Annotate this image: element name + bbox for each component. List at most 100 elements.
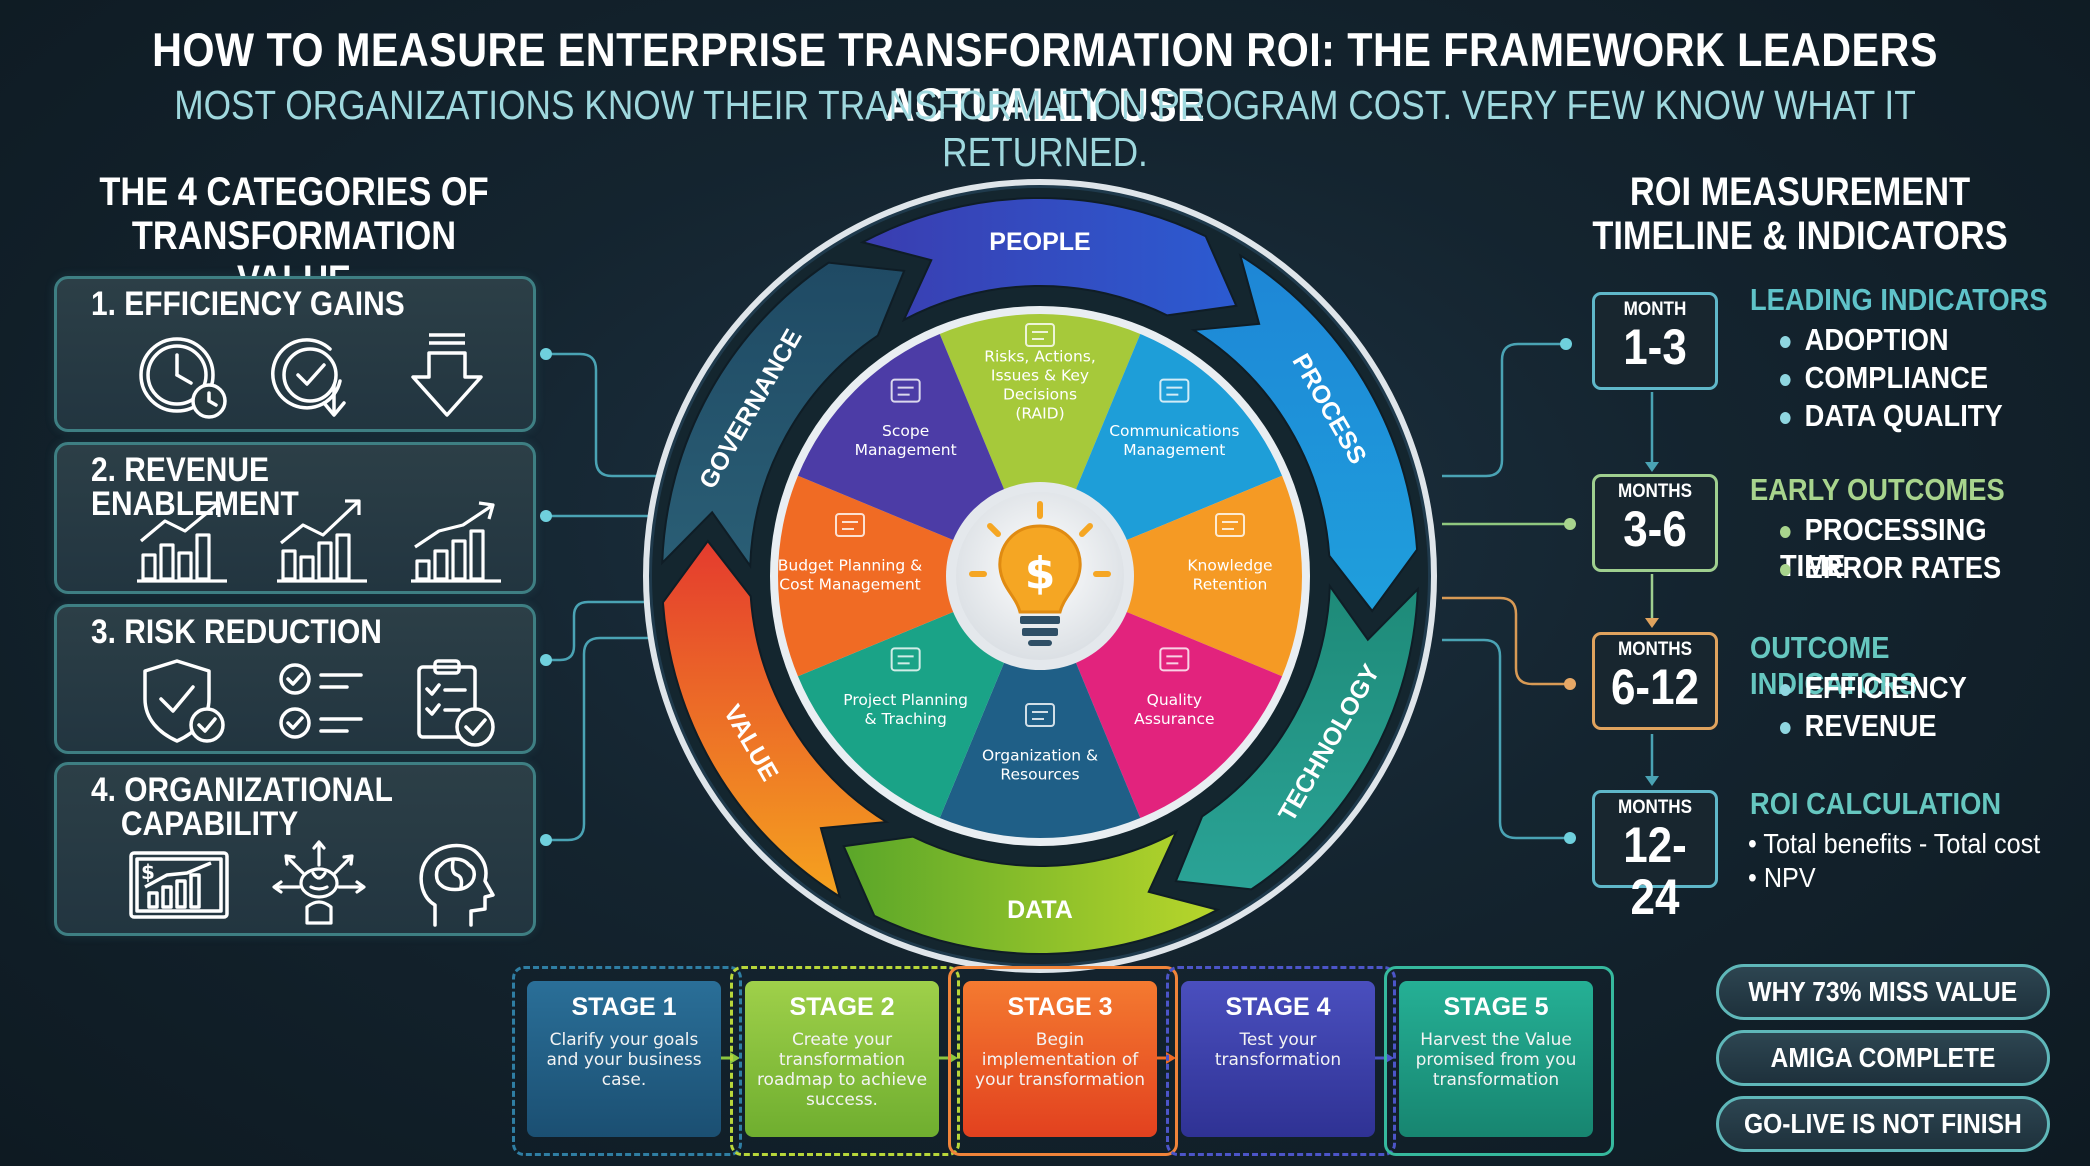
stage-5-card[interactable]: STAGE 5 Harvest the Value promised from … bbox=[1384, 966, 1614, 1156]
head-brain-icon bbox=[419, 843, 495, 927]
clock-check-icon bbox=[271, 338, 346, 417]
outer-segment-people bbox=[859, 197, 1238, 323]
outcome-indicators-heading: OUTCOME INDICATORS bbox=[1750, 630, 1918, 701]
stage-1-card[interactable]: STAGE 1 Clarify your goals and your busi… bbox=[512, 966, 742, 1156]
transformation-wheel: PEOPLEPROCESSTECHNOLOGYDATAVALUEGOVERNAN… bbox=[643, 179, 1437, 973]
outer-label-people: PEOPLE bbox=[989, 228, 1090, 256]
inner-segment-label: Knowledge bbox=[1187, 557, 1272, 575]
month-label: MONTH bbox=[1623, 299, 1687, 320]
segment-icon bbox=[890, 378, 921, 403]
inner-segment-label: Cost Management bbox=[779, 576, 921, 594]
category-label: 1. EFFICIENCY GAINS bbox=[91, 285, 405, 323]
dollar-chart-icon: $ bbox=[129, 851, 229, 919]
outer-segment-data bbox=[842, 829, 1221, 955]
indicator-item: ERROR RATES bbox=[1780, 550, 2001, 586]
category-label: 4. ORGANIZATIONAL CAPABILITY bbox=[91, 773, 393, 841]
amiga-complete-guide-link[interactable]: AMIGA COMPLETE GUIDE bbox=[1716, 1030, 2050, 1123]
roi-calculation-heading: ROI CALCULATION bbox=[1750, 786, 2002, 821]
inner-segment-label: Decisions bbox=[1003, 386, 1077, 404]
month-label: MONTHS bbox=[1617, 481, 1693, 502]
stage-description: Clarify your goals and your business cas… bbox=[546, 1030, 702, 1090]
indicator-item: REVENUE bbox=[1780, 708, 1937, 744]
indicator-item: ADOPTION bbox=[1780, 322, 1949, 358]
segment-icon bbox=[1159, 647, 1190, 672]
category-risk-reduction[interactable]: 3. RISK REDUCTION bbox=[54, 604, 536, 754]
indicator-item: EFFICIENCY bbox=[1780, 670, 1967, 706]
growth-chart-icon bbox=[277, 499, 367, 583]
category-label: 2. REVENUE ENABLEMENT bbox=[91, 451, 299, 523]
inner-segment-label: Project Planning bbox=[843, 691, 968, 709]
inner-segment-label: Management bbox=[855, 441, 957, 459]
inner-segment bbox=[1075, 611, 1283, 819]
category-label-line1: 4. ORGANIZATIONAL bbox=[91, 771, 393, 809]
inner-wedges: Risks, Actions,Issues & KeyDecisions(RAI… bbox=[778, 314, 1302, 839]
inner-segment-label: Issues & Key bbox=[991, 367, 1089, 385]
stage-5-panel: STAGE 5 Harvest the Value promised from … bbox=[1399, 981, 1593, 1137]
inner-segment bbox=[939, 314, 1141, 492]
segment-icon bbox=[1159, 378, 1190, 403]
timeline-months-3-6: MONTHS 3-6 bbox=[1592, 474, 1718, 572]
inner-segment bbox=[1124, 475, 1302, 677]
month-label: MONTHS bbox=[1617, 797, 1693, 818]
inner-segment-label: Retention bbox=[1193, 576, 1268, 594]
svg-text:$: $ bbox=[141, 860, 155, 884]
checklist-icon bbox=[279, 663, 363, 739]
stage-2-card[interactable]: STAGE 2 Create your transformation roadm… bbox=[730, 966, 960, 1156]
timeline-heading: ROI MEASUREMENT TIMELINE & INDICATORS bbox=[1576, 170, 2023, 258]
clock-icon bbox=[139, 337, 227, 419]
inner-segment bbox=[939, 660, 1141, 839]
inner-segment-label: Scope bbox=[882, 422, 929, 440]
inner-segment-label: Resources bbox=[1000, 766, 1079, 784]
category-label-line2: CAPABILITY bbox=[120, 805, 299, 843]
go-live-is-not-finish-link[interactable]: GO-LIVE IS NOT FINISH bbox=[1716, 1096, 2050, 1152]
inner-segment-label: Organization & bbox=[982, 747, 1098, 765]
outer-segment-value bbox=[661, 539, 890, 899]
stage-title: STAGE 1 bbox=[571, 993, 677, 1021]
outer-segment-technology bbox=[1174, 583, 1419, 891]
outer-segment-governance bbox=[661, 261, 906, 569]
category-label: 3. RISK REDUCTION bbox=[91, 613, 382, 651]
stage-4-card[interactable]: STAGE 4 Test your transformation bbox=[1166, 966, 1396, 1156]
inner-segment-label: & Traching bbox=[864, 710, 946, 728]
inner-segment-label: Risks, Actions, bbox=[984, 348, 1096, 366]
roi-calculation-item: • Total benefits - Total cost bbox=[1748, 828, 2041, 859]
indicator-item: DATA QUALITY bbox=[1780, 398, 2003, 434]
page-title: HOW TO MEASURE ENTERPRISE TRANSFORMATION… bbox=[152, 23, 1938, 131]
page-subtitle: MOST ORGANIZATIONS KNOW THEIR TRANSFORMA… bbox=[174, 82, 1916, 175]
stage-title: STAGE 4 bbox=[1225, 993, 1331, 1021]
inner-segment-label: Communications bbox=[1109, 422, 1239, 440]
month-value: 6-12 bbox=[1610, 659, 1700, 715]
segment-icon bbox=[835, 513, 865, 537]
timeline-months-6-12: MONTHS 6-12 bbox=[1592, 632, 1718, 730]
center-dollar-symbol: $ bbox=[1025, 548, 1056, 599]
brain-network-icon bbox=[272, 840, 366, 925]
inner-segment bbox=[797, 611, 1005, 819]
inner-segment bbox=[778, 475, 956, 677]
inner-segment bbox=[797, 333, 1005, 541]
stage-description: Begin implementation of your transformat… bbox=[975, 1030, 1145, 1090]
segment-icon bbox=[890, 647, 921, 672]
indicator-item: COMPLIANCE bbox=[1780, 360, 1988, 396]
segment-icon bbox=[1215, 513, 1245, 537]
stage-3-panel: STAGE 3 Begin implementation of your tra… bbox=[963, 981, 1157, 1137]
growth-chart-icon bbox=[137, 501, 227, 583]
indicator-item: PROCESSING TIME bbox=[1780, 512, 1987, 583]
clipboard-check-icon bbox=[417, 659, 495, 747]
category-efficiency-gains[interactable]: 1. EFFICIENCY GAINS bbox=[54, 276, 536, 432]
inner-segment-label: (RAID) bbox=[1015, 405, 1064, 423]
down-arrow-icon bbox=[411, 333, 483, 417]
why-73-miss-value-link[interactable]: WHY 73% MISS VALUE bbox=[1716, 964, 2050, 1020]
month-value: 3-6 bbox=[1623, 501, 1687, 557]
timeline-heading-line2: TIMELINE & INDICATORS bbox=[1592, 214, 2008, 258]
early-outcomes-heading: EARLY OUTCOMES bbox=[1750, 472, 2005, 507]
category-revenue-enablement[interactable]: 2. REVENUE ENABLEMENT bbox=[54, 442, 536, 594]
roi-calculation-item: • NPV bbox=[1748, 862, 1816, 893]
inner-segment-label: Quality bbox=[1147, 691, 1202, 709]
stage-description: Create your transformation roadmap to ac… bbox=[756, 1030, 928, 1110]
stage-3-card[interactable]: STAGE 3 Begin implementation of your tra… bbox=[948, 966, 1178, 1156]
timeline-months-12-24: MONTHS 12-24 bbox=[1592, 790, 1718, 923]
leading-indicators-heading: LEADING INDICATORS bbox=[1750, 282, 2048, 317]
segment-icon bbox=[1025, 323, 1055, 347]
segment-icon bbox=[1025, 703, 1055, 727]
category-organizational-capability[interactable]: 4. ORGANIZATIONAL CAPABILITY $ bbox=[54, 762, 536, 936]
